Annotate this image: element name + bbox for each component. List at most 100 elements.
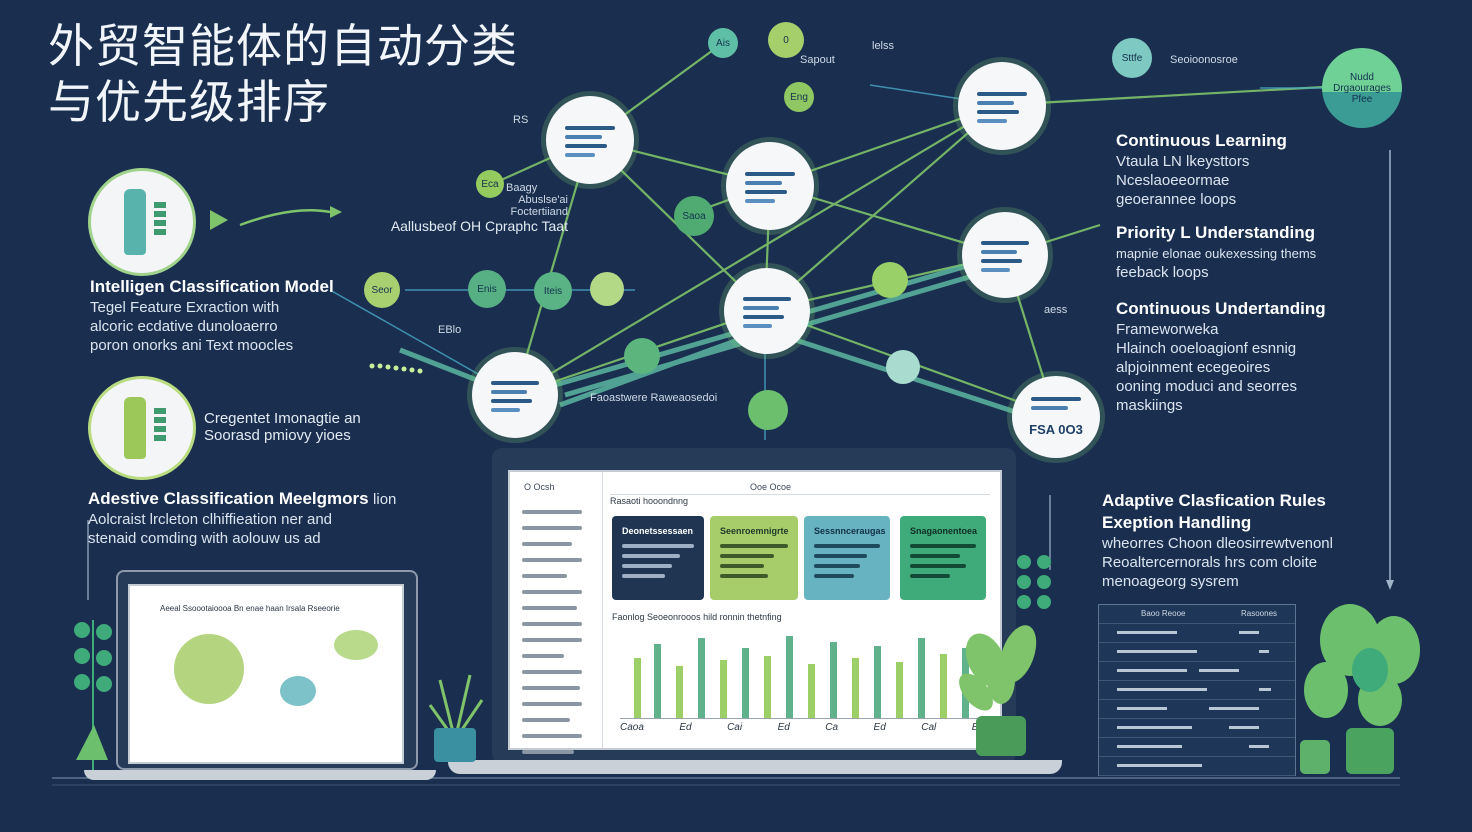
table-col2: Rasoones — [1241, 609, 1278, 618]
xlabel-5: Ca — [825, 722, 839, 733]
dashboard-card-3[interactable]: Sessnnceraugas — [804, 516, 890, 600]
mid-caption-line-1: Cregentet Imonagtie an — [204, 410, 361, 427]
title-line-1: 外贸智能体的自动分类 — [48, 19, 518, 73]
adaptive-line-2: stenaid comding with aolouw us ad — [88, 530, 321, 547]
node-classifier — [726, 142, 814, 230]
mid-caption: Cregentet Imonagtie an Soorasd pmiovy yi… — [204, 410, 361, 444]
xlabel-4: Ed — [777, 722, 790, 733]
xlabel-1: Caoa — [620, 722, 644, 733]
right-learning-line-1: Vtaula LN lkeysttors — [1116, 153, 1250, 170]
table-row — [1099, 681, 1295, 700]
arrow-caption-1: Abuslse'ai — [518, 194, 568, 206]
table-row — [1099, 643, 1295, 662]
satellite-7: Seor — [364, 272, 400, 308]
right-understanding-line-5: maskiings — [1116, 397, 1183, 414]
card-4-title: Snagaonentoea — [910, 526, 978, 536]
plant-large-right — [1300, 604, 1420, 774]
right-understanding-line-4: ooning moduci and seorres — [1116, 378, 1297, 395]
table-row — [1099, 700, 1295, 719]
right-understanding-line-1: Frameworweka — [1116, 321, 1219, 338]
satellite-6: Saoa — [674, 196, 714, 236]
satellite-14 — [748, 390, 788, 430]
table-row — [1099, 719, 1295, 738]
node-lower — [472, 352, 558, 438]
dashboard-toolbar-mid[interactable]: Ooe Ocoe — [750, 482, 792, 492]
model-line-3: poron onorks ani Text moocles — [90, 337, 294, 354]
dashboard-card-1[interactable]: Deonetssessaen — [612, 516, 704, 600]
plant-dots-right — [1017, 555, 1051, 609]
arrow-caption: Abuslse'ai Foctertiiand Aallusbeof OH Cp… — [368, 194, 568, 234]
dashboard-card-2[interactable]: Seenroemnigrte — [710, 516, 798, 600]
plant-pot-center — [959, 625, 1037, 756]
node-output: FSA 0O3 — [1012, 376, 1100, 458]
adaptive-heading: Adestive Classification Meelgmors — [88, 489, 369, 508]
small-label-tiny1: EBlo — [438, 324, 462, 336]
node-priority — [962, 212, 1048, 298]
satellite-9: Iteis — [534, 272, 572, 310]
right-priority-line-1: mapnie elonae oukexessing thems — [1116, 246, 1317, 261]
xlabel-2: Ed — [679, 722, 692, 733]
small-label-left-pct: RS — [513, 114, 529, 126]
satellite-5: Eca — [476, 170, 504, 198]
adaptive-description: Adestive Classification Meelgmors lion A… — [88, 488, 396, 548]
model-line-2: alcoric ecdative dunoloaerro — [90, 318, 278, 335]
satellite-4: Sttfe — [1112, 38, 1152, 78]
dashboard-chart-title: Faonlog Seoeonrooos hild ronnin thetnfin… — [612, 612, 782, 622]
title-line-2: 与优先级排序 — [48, 75, 330, 129]
table-row — [1099, 662, 1295, 681]
node-input — [546, 96, 634, 184]
table-row — [1099, 624, 1295, 643]
right-rules-line-2: Reoaltercernorals hrs com cloite — [1102, 554, 1318, 571]
dashboard-card-4[interactable]: Snagaonentoea — [900, 516, 986, 600]
satellite-2: 0 — [768, 22, 804, 58]
xlabel-7: Cal — [921, 722, 937, 733]
xlabel-6: Ed — [873, 722, 886, 733]
laptop-chart-bubble-2 — [334, 630, 378, 660]
plant-left — [74, 620, 112, 770]
small-label-mid1: Faoastwere Raweaosedoi — [590, 392, 718, 404]
laptop-left-base — [84, 770, 436, 780]
right-block-understanding: Continuous Undertanding Frameworweka Hla… — [1116, 298, 1326, 415]
right-learning-heading: Continuous Learning — [1116, 131, 1287, 150]
satellite-top-right: Nudd Drgaourages Pfee — [1322, 48, 1402, 128]
right-rules-line-1: wheorres Choon dleosirrewtvenonl — [1102, 535, 1333, 552]
satellite-3: Eng — [784, 82, 814, 112]
right-rules-heading-2: Exeption Handling — [1102, 513, 1252, 532]
model-line-1: Tegel Feature Exraction with — [90, 299, 280, 316]
node-center — [724, 268, 810, 354]
node-learning — [958, 62, 1046, 150]
model-heading: Intelligen Classification Model — [90, 277, 334, 296]
right-block-rules: Adaptive Clasfication Rules Exeption Han… — [1102, 490, 1333, 591]
small-label-tiny2: aess — [1044, 304, 1068, 316]
satellite-11 — [872, 262, 908, 298]
dashboard-toolbar-left[interactable]: O Ocsh — [524, 482, 555, 492]
small-label-top2: Sapout — [800, 54, 835, 66]
right-rules-line-3: menoageorg sysrem — [1102, 573, 1239, 590]
laptop-left-header: Aeeal Ssoootaioooa Bn enae haan Irsala R… — [160, 604, 340, 613]
right-understanding-line-3: alpjoinment ecegeoires — [1116, 359, 1271, 376]
laptop-left-screen: Aeeal Ssoootaioooa Bn enae haan Irsala R… — [128, 584, 404, 764]
table-row — [1099, 757, 1295, 776]
card-1-title: Deonetssessaen — [622, 526, 694, 536]
arrow-caption-3: Aallusbeof OH Cpraphc Taat — [390, 218, 568, 234]
node-output-label: FSA 0O3 — [1029, 422, 1083, 437]
right-learning-line-3: geoerannee loops — [1116, 191, 1237, 208]
satellite-10 — [590, 272, 624, 306]
model-description: Intelligen Classification Model Tegel Fe… — [90, 276, 334, 355]
card-2-title: Seenroemnigrte — [720, 526, 789, 536]
small-label-top1: lelss — [872, 40, 895, 52]
right-understanding-heading: Continuous Undertanding — [1116, 299, 1326, 318]
right-priority-line-2: feeback loops — [1116, 264, 1209, 281]
arrow-caption-2: Foctertiiand — [510, 206, 568, 218]
laptop-chart-bubble-1 — [174, 634, 244, 704]
right-block-priority: Priority L Understanding mapnie elonae o… — [1116, 222, 1316, 282]
dashboard-screen: O Ocsh Ooe Ocoe Rasaoti hooondnng Deonet… — [508, 470, 1002, 754]
card-3-title: Sessnnceraugas — [814, 526, 886, 536]
xlabel-3: Cai — [727, 722, 743, 733]
small-label-tiny3: Baagy — [506, 182, 538, 194]
satellite-8: Enis — [468, 270, 506, 308]
table-col1: Baoo Reooe — [1141, 609, 1186, 618]
dashboard-chart-xlabels: Caoa Ed Cai Ed Ca Ed Cal Eo — [620, 722, 984, 733]
right-rules-heading: Adaptive Clasfication Rules — [1102, 491, 1326, 510]
plant-pot-left — [428, 674, 484, 762]
